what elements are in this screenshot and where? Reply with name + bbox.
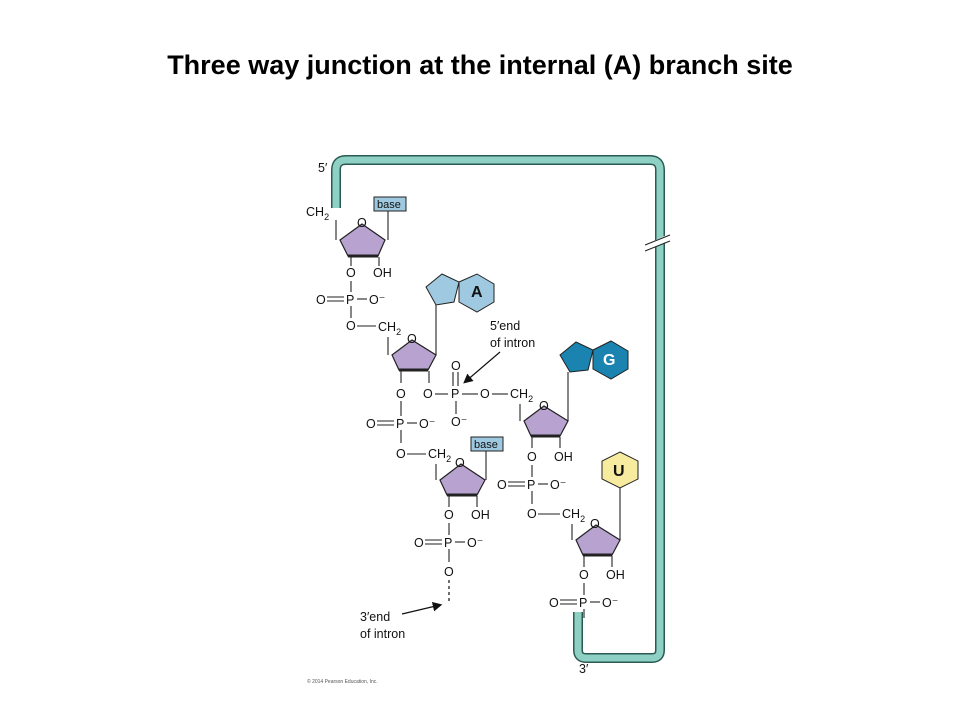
atom-label: O⁻	[550, 478, 566, 492]
atom-label: O	[316, 293, 326, 307]
copyright: © 2014 Pearson Education, Inc.	[307, 678, 378, 685]
atom-label: O⁻	[419, 417, 435, 431]
atom-label: O⁻	[451, 415, 467, 429]
atom-label: O	[407, 332, 417, 346]
atom-label: O	[423, 387, 433, 401]
break-mark-line	[644, 240, 671, 252]
ribose-sugar	[439, 463, 486, 496]
atom-label-part: 2	[396, 327, 401, 337]
ch2-label: CH2	[510, 387, 533, 404]
atom-label: O	[346, 319, 356, 333]
uracil-letter: U	[613, 463, 625, 480]
adenine-letter: A	[471, 284, 483, 301]
atom-label: O	[590, 517, 600, 531]
base-label: base	[474, 439, 498, 451]
ribose-sugar	[575, 524, 621, 556]
atom-label: O	[444, 508, 454, 522]
atom-label: O⁻	[467, 536, 483, 550]
atom-label: O	[396, 387, 406, 401]
atom-label-part: 2	[580, 514, 585, 524]
break-mark-line	[644, 234, 671, 246]
ribose-sugar	[391, 339, 437, 371]
adenine-base	[425, 273, 460, 306]
atom-label: O⁻	[602, 596, 618, 610]
guanine-ring	[592, 340, 629, 380]
atom-label: O	[396, 447, 406, 461]
atom-label: O	[497, 478, 507, 492]
atom-label: O	[366, 417, 376, 431]
atom-label: P	[346, 293, 354, 307]
atom-label: O	[579, 568, 589, 582]
break-mark	[643, 233, 674, 251]
rna-strand	[332, 156, 664, 662]
rna-strand-outer	[331, 155, 665, 663]
atom-label: O	[480, 387, 490, 401]
atom-label-part: 2	[324, 212, 329, 222]
oh-label: OH	[373, 266, 392, 280]
three-end-annotation: 3′end	[360, 610, 390, 624]
ch2-label: CH2	[306, 205, 329, 222]
ribose-sugar	[523, 405, 569, 437]
five-end-annotation-2: of intron	[490, 336, 535, 350]
adenine-ring	[458, 273, 495, 313]
atom-label: O	[414, 536, 424, 550]
five-end-annotation: 5′end	[490, 319, 520, 333]
atom-label-part: 2	[446, 454, 451, 464]
atom-label-part: CH	[562, 507, 580, 521]
base-box	[373, 196, 407, 212]
uracil-base	[601, 451, 639, 489]
atom-label-part: CH	[428, 447, 446, 461]
ch2-label: CH2	[378, 320, 401, 337]
atom-label: P	[579, 596, 587, 610]
o-label: O	[346, 266, 356, 280]
ch2-label: CH2	[428, 447, 451, 464]
atom-label: OH	[471, 508, 490, 522]
five-end-arrow	[463, 351, 501, 384]
atom-label: OH	[554, 450, 573, 464]
page-title: Three way junction at the internal (A) b…	[167, 50, 793, 80]
ring-oxygen: O	[357, 216, 367, 230]
guanine-letter: G	[603, 352, 615, 369]
atom-label: P	[451, 387, 459, 401]
atom-label: O	[527, 507, 537, 521]
atom-label-part: CH	[378, 320, 396, 334]
atom-label: O	[455, 456, 465, 470]
atom-label: O	[451, 359, 461, 373]
atom-label: P	[527, 478, 535, 492]
atom-label: O⁻	[369, 293, 385, 307]
ribose-sugar	[339, 223, 386, 257]
atom-label: P	[396, 417, 404, 431]
base-label: base	[377, 199, 401, 211]
three-prime-label: 3′	[579, 662, 589, 676]
atom-label: O	[549, 596, 559, 610]
atom-label: O	[539, 399, 549, 413]
atom-label-part: CH	[306, 205, 324, 219]
base-box	[470, 436, 504, 452]
atom-label: O	[527, 450, 537, 464]
atom-label: O	[444, 565, 454, 579]
atom-label-part: 2	[528, 394, 533, 404]
atom-label-part: CH	[510, 387, 528, 401]
atom-label: OH	[606, 568, 625, 582]
atom-label: P	[444, 536, 452, 550]
ch2-label: CH2	[562, 507, 585, 524]
three-end-annotation-2: of intron	[360, 627, 405, 641]
guanine-base	[559, 341, 594, 373]
five-prime-label: 5′	[318, 161, 328, 175]
three-end-arrow	[401, 601, 443, 615]
